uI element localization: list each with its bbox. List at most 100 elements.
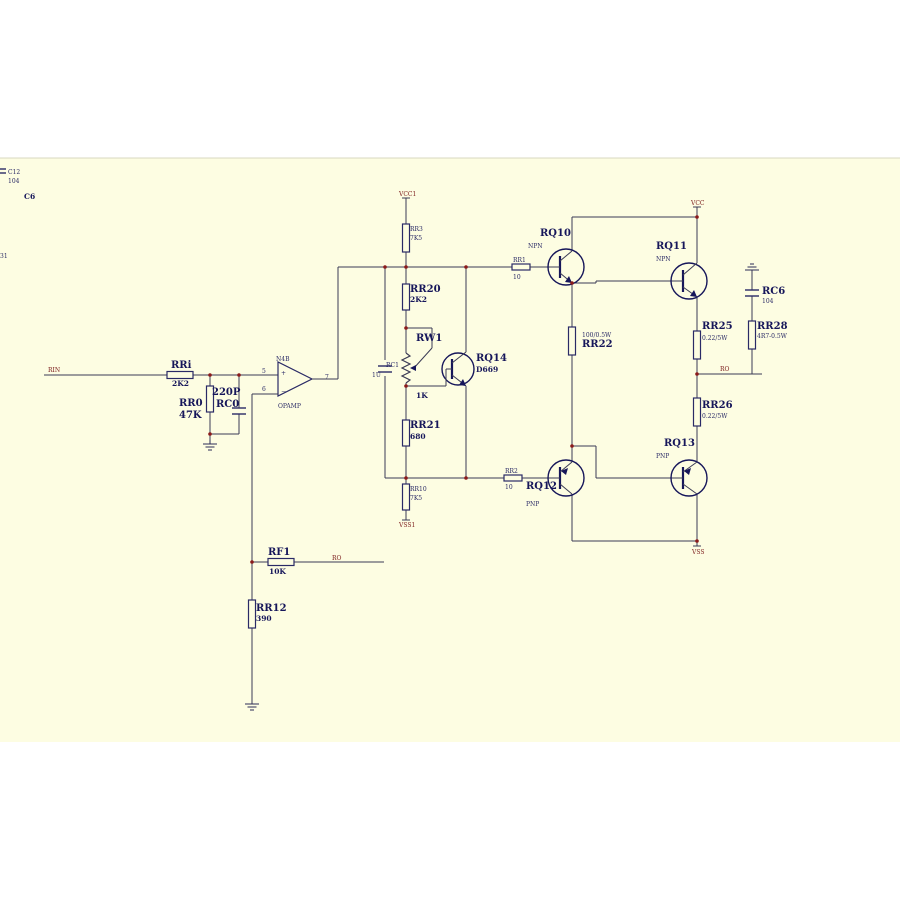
- junction: [464, 476, 468, 480]
- opamp-minus-sign: −: [281, 388, 286, 395]
- opamp-ref: N4B: [276, 356, 290, 363]
- rri-value: 2K2: [172, 379, 189, 388]
- rq11-ref: RQ11: [656, 241, 687, 252]
- junction: [570, 281, 574, 285]
- potentiometer-rw1: RW1 1K: [400, 333, 442, 400]
- resistor-rri: RRi 2K2: [166, 360, 194, 388]
- schematic-sheet: [0, 158, 900, 742]
- resistor-rr26: RR26 0.22/5W: [692, 397, 733, 427]
- rr0-value: 47K: [179, 410, 202, 421]
- resistor-rr3: RR3 7K5: [401, 223, 423, 253]
- c6-ref-edge: C6: [24, 192, 35, 201]
- rq13-ref: RQ13: [664, 438, 695, 449]
- junction: [464, 265, 468, 269]
- resistor-rr28: RR28 4R7-0.5W: [747, 320, 788, 350]
- rc6-value: 104: [762, 298, 774, 305]
- opamp-pin7: 7: [325, 374, 329, 381]
- vss1-label: VSS1: [398, 522, 415, 529]
- resistor-rr12: RR12 390: [247, 599, 287, 629]
- junction: [208, 373, 212, 377]
- net-ro-output: RO: [720, 366, 730, 373]
- net-ro-feedback: RO: [332, 555, 342, 562]
- transistor-rq10: RQ10 NPN: [528, 228, 585, 286]
- rq13-value: PNP: [656, 453, 669, 460]
- rr28-ref: RR28: [757, 321, 788, 332]
- opamp-plus-sign: +: [281, 370, 286, 377]
- resistor-rr2: RR2 10: [503, 468, 552, 491]
- junction: [570, 444, 574, 448]
- junction: [250, 560, 254, 564]
- capacitor-rc6: RC6 104: [745, 286, 785, 305]
- output-wiring: [571, 207, 762, 546]
- ground-output: [745, 263, 759, 271]
- supply-vss1: VSS1: [398, 519, 415, 529]
- transistor-rq11: RQ11 NPN: [656, 241, 708, 300]
- rq14-value: D669: [476, 365, 498, 374]
- rr21-ref: RR21: [410, 420, 441, 431]
- edge-c12: C12 104: [0, 168, 20, 185]
- rr22-ref: RR22: [582, 339, 613, 350]
- rw1-ref: RW1: [416, 333, 442, 344]
- vcc1-label: VCC1: [398, 191, 416, 198]
- vcc-label: VCC: [690, 200, 705, 207]
- opamp-wiring: [251, 266, 512, 704]
- ground-input: [203, 440, 217, 451]
- rr12-value: 390: [256, 614, 272, 623]
- ground-feedback: [245, 703, 259, 711]
- junction: [237, 373, 241, 377]
- rr25-ref: RR25: [702, 321, 733, 332]
- rr26-value: 0.22/5W: [702, 413, 728, 420]
- rr26-ref: RR26: [702, 400, 733, 411]
- rr3-ref: RR3: [410, 226, 423, 233]
- rw1-value: 1K: [416, 391, 428, 400]
- rf1-value: 10K: [269, 567, 286, 576]
- rr10-value: 7K5: [410, 495, 422, 502]
- opamp-pin6: 6: [262, 386, 266, 393]
- transistor-rq14: RQ14 D669: [441, 351, 507, 387]
- transistor-rq13: RQ13 PNP: [656, 438, 708, 497]
- resistor-rr21: RR21 680: [401, 419, 441, 447]
- junction: [404, 326, 408, 330]
- rq14-ref: RQ14: [476, 353, 507, 364]
- junction: [208, 432, 212, 436]
- resistor-rr22: 100/0.5W RR22: [567, 326, 613, 356]
- rr20-ref: RR20: [410, 284, 441, 295]
- rc6-ref: RC6: [762, 286, 785, 297]
- rr28-value: 4R7-0.5W: [757, 333, 788, 340]
- junction: [695, 539, 699, 543]
- rr12-ref: RR12: [256, 603, 287, 614]
- rr25-value: 0.22/5W: [702, 335, 728, 342]
- net-rin: RIN: [48, 367, 60, 374]
- c12-value: 104: [8, 178, 20, 185]
- rc1-value: 1U: [372, 372, 381, 379]
- resistor-rr20: RR20 2K2: [401, 283, 441, 311]
- rr1-ref: RR1: [513, 257, 526, 264]
- resistor-rf1: RF1 10K: [267, 547, 295, 576]
- junction: [404, 265, 408, 269]
- rr22-value: 100/0.5W: [582, 332, 612, 339]
- c12-ref: C12: [8, 169, 20, 176]
- rq10-ref: RQ10: [540, 228, 571, 239]
- resistor-rr25: RR25 0.22/5W: [692, 321, 733, 360]
- junction: [695, 372, 699, 376]
- rr20-value: 2K2: [410, 295, 427, 304]
- rq11-value: NPN: [656, 256, 671, 263]
- rq12-ref: RQ12: [526, 481, 557, 492]
- resistor-rr0: RR0 47K: [179, 385, 215, 421]
- rc0-ref: RC0: [216, 399, 239, 410]
- rr2-value: 10: [505, 484, 513, 491]
- rq10-value: NPN: [528, 243, 543, 250]
- transistor-rq12: RQ12 PNP: [526, 459, 585, 508]
- capacitor-rc1: RC1 1U: [372, 362, 399, 379]
- edge-cut-label: 31: [0, 253, 8, 260]
- rr2-ref: RR2: [505, 468, 518, 475]
- junction: [383, 265, 387, 269]
- opamp-pin5: 5: [262, 368, 266, 375]
- capacitor-rc0: 220P RC0: [212, 387, 246, 415]
- junction: [695, 215, 699, 219]
- rc0-value: 220P: [212, 387, 241, 398]
- rc1-ref: RC1: [386, 362, 399, 369]
- rr10-ref: RR10: [410, 486, 427, 493]
- supply-vss: VSS: [691, 545, 704, 556]
- rf1-ref: RF1: [268, 547, 290, 558]
